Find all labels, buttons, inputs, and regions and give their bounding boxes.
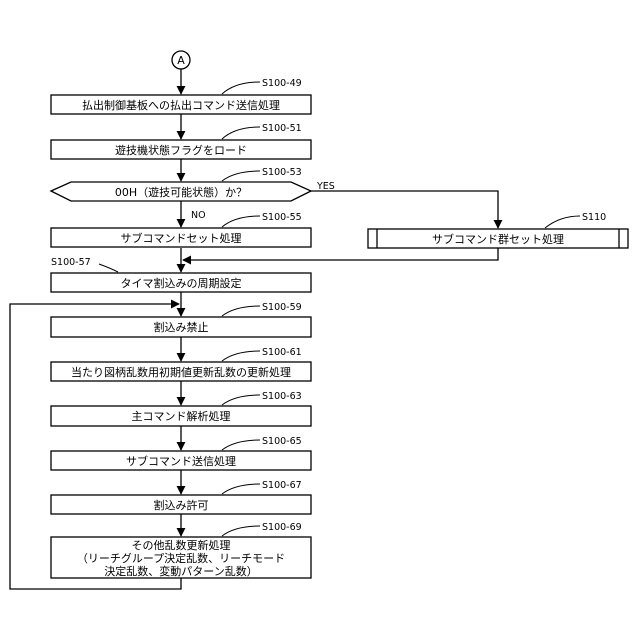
step-s100-57-text: タイマ割込みの周期設定 — [121, 276, 242, 290]
step-s110-text: サブコマンド群セット処理 — [432, 232, 564, 246]
step-s100-61-text: 当たり図柄乱数用初期値更新乱数の更新処理 — [71, 365, 291, 379]
step-s100-69-text-line3: 決定乱数、変動パターン乱数） — [104, 564, 257, 578]
branch-yes-label: YES — [316, 181, 335, 192]
step-s100-51-text: 遊技機状態フラグをロード — [115, 143, 247, 157]
step-s100-69-text-line2: （リーチグループ決定乱数、リーチモード — [77, 551, 285, 565]
decision-s100-53-label: S100-53 — [262, 167, 302, 178]
step-s100-59-text: 割込み禁止 — [154, 320, 209, 334]
step-s100-65-text: サブコマンド送信処理 — [126, 454, 236, 468]
step-s100-67-label: S100-67 — [262, 480, 302, 491]
step-s100-65-label: S100-65 — [262, 436, 302, 447]
step-s100-61-label: S100-61 — [262, 347, 302, 358]
step-s100-63-label: S100-63 — [262, 391, 302, 402]
step-s100-55-text: サブコマンドセット処理 — [121, 231, 242, 245]
step-s100-49-text: 払出制御基板への払出コマンド送信処理 — [82, 98, 280, 112]
decision-s100-53-text: 00H（遊技可能状態）か？ — [115, 185, 247, 199]
step-s100-57-label: S100-57 — [51, 257, 91, 268]
step-s100-69-text-line1: その他乱数更新処理 — [132, 538, 231, 552]
step-s100-49-label: S100-49 — [262, 78, 302, 89]
step-s100-69-label: S100-69 — [262, 522, 302, 533]
step-s100-63-text: 主コマンド解析処理 — [132, 409, 231, 423]
step-s100-67-text: 割込み許可 — [154, 498, 209, 512]
connector-a-label: A — [177, 54, 185, 67]
step-s110-label: S110 — [582, 212, 606, 223]
step-s100-55-label: S100-55 — [262, 212, 302, 223]
connector-a: A — [172, 51, 190, 69]
step-s100-51-label: S100-51 — [262, 123, 302, 134]
branch-no-label: NO — [191, 210, 206, 221]
step-s100-59-label: S100-59 — [262, 302, 302, 313]
